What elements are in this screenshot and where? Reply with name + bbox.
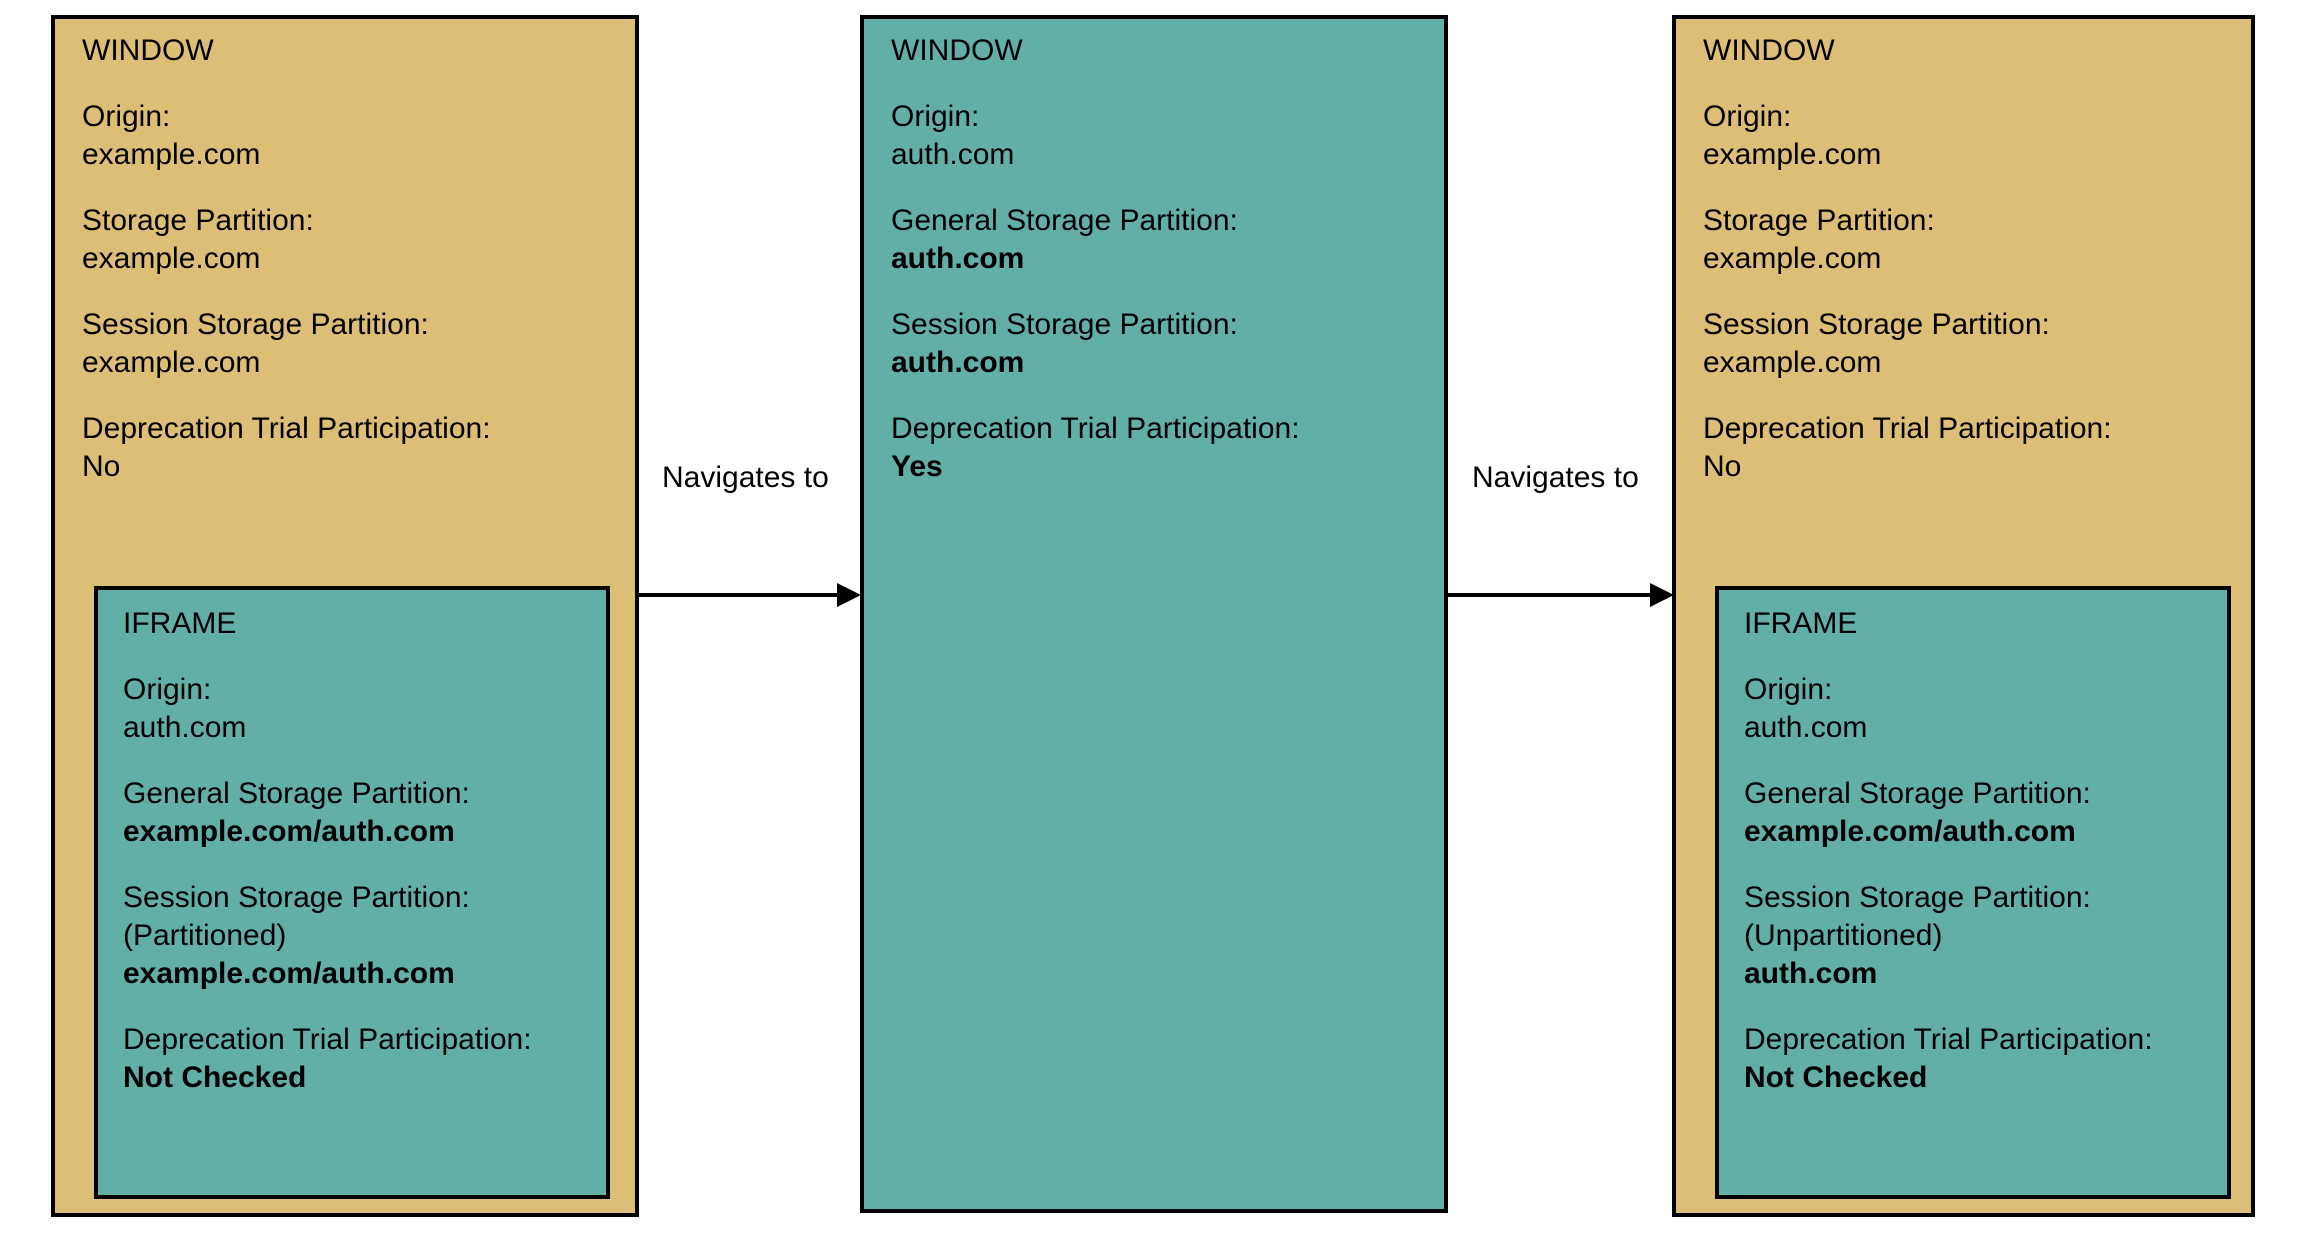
field-origin: Origin: example.com <box>1703 98 2251 174</box>
field-storage-partition-label: Storage Partition: <box>1703 204 1935 237</box>
arrow-label-navigates-to-1: Navigates to <box>662 461 829 494</box>
field-origin-value: example.com <box>1703 138 1882 171</box>
iframe-field-deprecation-trial-participation-label: Deprecation Trial Participation: <box>1744 1023 2153 1056</box>
field-storage-partition-value: example.com <box>1703 242 1882 275</box>
field-storage-partition-value: example.com <box>82 242 261 275</box>
field-origin-label: Origin: <box>1703 100 1792 133</box>
arrow-shaft <box>1448 593 1652 597</box>
iframe-field-general-storage-partition-label: General Storage Partition: <box>123 777 470 810</box>
field-general-storage-partition-label: General Storage Partition: <box>891 204 1238 237</box>
window-panel-2-content: WINDOW Origin: auth.com General Storage … <box>864 19 1444 486</box>
arrow-label-navigates-to-2: Navigates to <box>1472 461 1639 494</box>
iframe-field-origin: Origin: auth.com <box>1744 671 2227 747</box>
field-deprecation-trial-participation: Deprecation Trial Participation: Yes <box>891 410 1444 486</box>
iframe-panel-1-heading: IFRAME <box>123 607 237 640</box>
iframe-field-general-storage-partition-value: example.com/auth.com <box>123 815 455 848</box>
field-origin-value: auth.com <box>891 138 1015 171</box>
field-session-storage-partition: Session Storage Partition: example.com <box>82 306 635 382</box>
field-session-storage-partition: Session Storage Partition: example.com <box>1703 306 2251 382</box>
field-session-storage-partition-label: Session Storage Partition: <box>1703 308 2050 341</box>
iframe-field-session-storage-partition-sub: (Partitioned) <box>123 919 287 952</box>
field-session-storage-partition-value: example.com <box>82 346 261 379</box>
window-panel-1-heading: WINDOW <box>82 34 214 67</box>
field-deprecation-trial-participation-value: No <box>82 450 121 483</box>
iframe-field-origin-label: Origin: <box>1744 673 1833 706</box>
field-deprecation-trial-participation-label: Deprecation Trial Participation: <box>82 412 491 445</box>
field-session-storage-partition-value: example.com <box>1703 346 1882 379</box>
field-storage-partition: Storage Partition: example.com <box>1703 202 2251 278</box>
iframe-field-deprecation-trial-participation-value: Not Checked <box>1744 1061 1928 1094</box>
field-origin-value: example.com <box>82 138 261 171</box>
iframe-field-general-storage-partition-value: example.com/auth.com <box>1744 815 2076 848</box>
field-deprecation-trial-participation-label: Deprecation Trial Participation: <box>891 412 1300 445</box>
iframe-field-session-storage-partition-label: Session Storage Partition: <box>1744 881 2091 914</box>
iframe-field-deprecation-trial-participation-value: Not Checked <box>123 1061 307 1094</box>
iframe-field-session-storage-partition-value: auth.com <box>1744 957 1878 990</box>
iframe-field-origin-value: auth.com <box>1744 711 1868 744</box>
field-deprecation-trial-participation-label: Deprecation Trial Participation: <box>1703 412 2112 445</box>
iframe-panel-1-content: IFRAME Origin: auth.com General Storage … <box>98 590 606 1097</box>
iframe-field-deprecation-trial-participation: Deprecation Trial Participation: Not Che… <box>1744 1021 2227 1097</box>
iframe-field-origin: Origin: auth.com <box>123 671 606 747</box>
window-panel-2-heading: WINDOW <box>891 34 1023 67</box>
iframe-panel-3: IFRAME Origin: auth.com General Storage … <box>1715 586 2231 1199</box>
field-origin-label: Origin: <box>891 100 980 133</box>
window-panel-1-content: WINDOW Origin: example.com Storage Parti… <box>55 19 635 486</box>
field-storage-partition: Storage Partition: example.com <box>82 202 635 278</box>
window-panel-3: WINDOW Origin: example.com Storage Parti… <box>1672 15 2255 1217</box>
field-deprecation-trial-participation: Deprecation Trial Participation: No <box>82 410 635 486</box>
field-origin-label: Origin: <box>82 100 171 133</box>
window-panel-1: WINDOW Origin: example.com Storage Parti… <box>51 15 639 1217</box>
iframe-field-general-storage-partition: General Storage Partition: example.com/a… <box>1744 775 2227 851</box>
field-deprecation-trial-participation-value: Yes <box>891 450 943 483</box>
iframe-panel-3-heading: IFRAME <box>1744 607 1858 640</box>
field-deprecation-trial-participation-value: No <box>1703 450 1742 483</box>
arrow-head-icon <box>837 583 861 607</box>
iframe-field-general-storage-partition: General Storage Partition: example.com/a… <box>123 775 606 851</box>
iframe-field-session-storage-partition-value: example.com/auth.com <box>123 957 455 990</box>
iframe-field-origin-value: auth.com <box>123 711 247 744</box>
window-panel-3-heading: WINDOW <box>1703 34 1835 67</box>
iframe-field-origin-label: Origin: <box>123 673 212 706</box>
field-session-storage-partition-label: Session Storage Partition: <box>82 308 429 341</box>
iframe-panel-3-content: IFRAME Origin: auth.com General Storage … <box>1719 590 2227 1097</box>
iframe-field-session-storage-partition: Session Storage Partition: (Partitioned)… <box>123 879 606 993</box>
iframe-field-general-storage-partition-label: General Storage Partition: <box>1744 777 2091 810</box>
iframe-panel-1: IFRAME Origin: auth.com General Storage … <box>94 586 610 1199</box>
window-panel-2: WINDOW Origin: auth.com General Storage … <box>860 15 1448 1213</box>
iframe-field-session-storage-partition: Session Storage Partition: (Unpartitione… <box>1744 879 2227 993</box>
field-origin: Origin: auth.com <box>891 98 1444 174</box>
field-general-storage-partition: General Storage Partition: auth.com <box>891 202 1444 278</box>
field-session-storage-partition-label: Session Storage Partition: <box>891 308 1238 341</box>
arrow-navigates-to-2 <box>1448 575 1674 615</box>
field-general-storage-partition-value: auth.com <box>891 242 1025 275</box>
field-session-storage-partition-value: auth.com <box>891 346 1025 379</box>
field-deprecation-trial-participation: Deprecation Trial Participation: No <box>1703 410 2251 486</box>
field-session-storage-partition: Session Storage Partition: auth.com <box>891 306 1444 382</box>
field-origin: Origin: example.com <box>82 98 635 174</box>
arrow-head-icon <box>1650 583 1674 607</box>
arrow-shaft <box>639 593 839 597</box>
iframe-field-deprecation-trial-participation: Deprecation Trial Participation: Not Che… <box>123 1021 606 1097</box>
iframe-field-deprecation-trial-participation-label: Deprecation Trial Participation: <box>123 1023 532 1056</box>
window-panel-3-content: WINDOW Origin: example.com Storage Parti… <box>1676 19 2251 486</box>
iframe-field-session-storage-partition-sub: (Unpartitioned) <box>1744 919 1943 952</box>
iframe-field-session-storage-partition-label: Session Storage Partition: <box>123 881 470 914</box>
field-storage-partition-label: Storage Partition: <box>82 204 314 237</box>
arrow-navigates-to-1 <box>639 575 861 615</box>
